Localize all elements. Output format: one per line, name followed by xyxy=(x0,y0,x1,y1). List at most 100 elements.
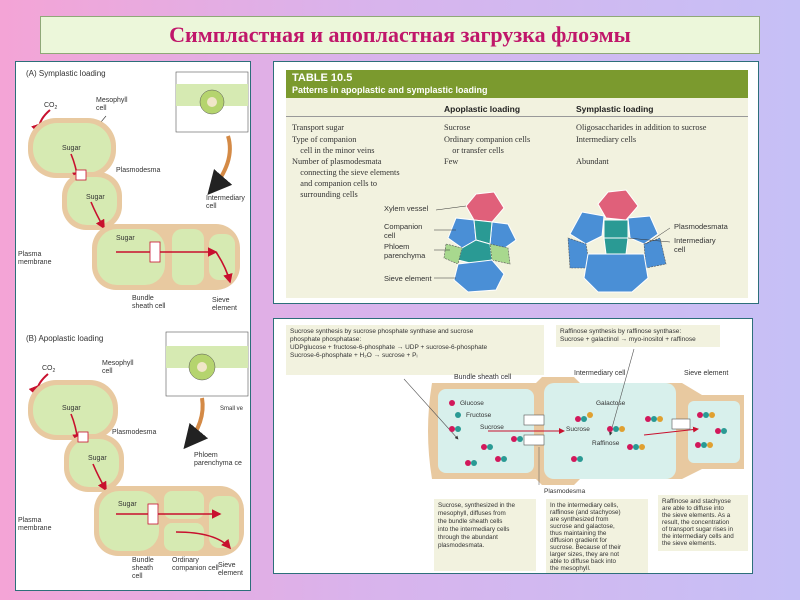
sucrose-label-2: Sucrose xyxy=(566,426,590,433)
sugar-label-b3: Sugar xyxy=(118,501,137,508)
plasmodesma-a1 xyxy=(75,169,87,181)
zoom-arrow-a xyxy=(207,135,233,196)
synthesis-panel: Sucrose synthesis by sucrose phosphate s… xyxy=(273,318,753,574)
note-3-text: Raffinose and stachyose are able to diff… xyxy=(662,498,736,547)
mesophyll-cell-b xyxy=(33,385,113,435)
plasmodesma-a2 xyxy=(149,241,161,263)
plasmodesma-bottom xyxy=(523,434,545,446)
label-plasmodesmata: Plasmodesmata xyxy=(674,222,728,231)
label-companion-cell: Companion cell xyxy=(384,222,423,240)
title-bar: Симпластная и апопластная загрузка флоэм… xyxy=(40,16,760,54)
note3-l5: of transport sugar rises in xyxy=(662,526,734,533)
sucrose-line-3: UDPglucose + fructose-6-phosphate → UDP … xyxy=(290,344,488,351)
sucrose-synthesis-box xyxy=(286,325,544,375)
row-2-label: Type of companion cell in the minor vein… xyxy=(292,135,375,155)
sieve-element-a xyxy=(209,234,235,280)
raffinose-synthesis-box xyxy=(556,325,720,347)
note-box-1 xyxy=(434,499,536,571)
row-1-symplastic: Oligosaccharides in addition to sucrose xyxy=(576,123,707,132)
row-3-apoplastic: Few xyxy=(444,157,459,166)
molecule-dots xyxy=(449,400,727,466)
plasmodesma-sieve xyxy=(671,418,691,430)
note3-l6: the intermediary cells and xyxy=(662,533,734,540)
sucrose-line-1: Sucrose synthesis by sucrose phosphate s… xyxy=(290,328,474,335)
raffinose-flow-arrow xyxy=(643,426,699,436)
sucrose-label-1: Sucrose xyxy=(480,424,504,431)
phloem-cell-schematics xyxy=(434,189,671,293)
sugar-label-b2: Sugar xyxy=(88,455,107,462)
note-1-text: Sucrose, synthesized in the mesophyll, d… xyxy=(438,502,517,549)
sugar-label-a1: Sugar xyxy=(62,145,81,152)
fructose-label: Fructose xyxy=(466,412,492,419)
note-box-3 xyxy=(658,495,748,551)
row-1-apoplastic: Sucrose xyxy=(444,123,471,132)
note2-l2: raffinose (and stachyose) xyxy=(550,509,621,516)
bundle-sheath-cell xyxy=(438,389,534,473)
sieve-element xyxy=(688,401,740,463)
symplastic-cell-cluster xyxy=(567,189,667,293)
sieve-element-label: Sieve element xyxy=(684,370,728,377)
sugar-label-a3: Sugar xyxy=(116,235,135,242)
raffinose-label: Raffinose xyxy=(592,440,620,447)
note1-l4: into the intermediary cells xyxy=(438,526,509,533)
symplastic-heading: (A) Symplastic loading xyxy=(26,69,106,78)
plasmodesma-label-b: Plasmodesma xyxy=(112,429,156,436)
row-3-label: Number of plasmodesmata connecting the s… xyxy=(292,157,400,199)
page-title: Симпластная и апопластная загрузка флоэм… xyxy=(169,22,631,47)
table-header: TABLE 10.5 Patterns in apoplastic and sy… xyxy=(286,70,748,98)
note3-l7: the sieve elements. xyxy=(662,540,717,547)
sugar-arrow-b2 xyxy=(92,463,107,492)
sieve-element-b xyxy=(209,496,239,548)
table-caption: Patterns in apoplastic and symplastic lo… xyxy=(292,85,488,95)
plasmodesma-label-a: Plasmodesma xyxy=(116,167,160,174)
raffinose-synthesis-text: Raffinose synthesis by raffinose synthas… xyxy=(560,328,696,343)
apoplastic-cell-cluster xyxy=(443,191,517,293)
sucrose-synthesis-text: Sucrose synthesis by sucrose phosphate s… xyxy=(290,328,489,359)
apoplastic-heading: (B) Apoplastic loading xyxy=(26,334,103,343)
row-3-symplastic: Abundant xyxy=(576,157,609,166)
note-2-text: In the intermediary cells, raffinose (an… xyxy=(550,502,623,572)
note2-l6: diffusion gradient for xyxy=(550,537,607,544)
leader-lines xyxy=(434,205,671,279)
leaf-cross-section-a xyxy=(175,71,249,133)
plasmodesma-top xyxy=(523,414,545,426)
row-2-apoplastic: Ordinary companion cells or transfer cel… xyxy=(444,135,531,155)
plasmodesma-label: Plasmodesma xyxy=(544,488,586,495)
note2-l1: In the intermediary cells, xyxy=(550,502,618,509)
sucrose-line-2: phosphate phosphatase: xyxy=(290,336,361,343)
vein-cell-b1 xyxy=(99,491,159,551)
sugar-arrow-a4 xyxy=(215,251,233,284)
companion-cell-b xyxy=(164,523,204,551)
bundle-sheath-label: Bundle sheath cell xyxy=(454,374,512,381)
plasmodesma-b1 xyxy=(77,431,89,443)
intermediary-cell-a xyxy=(172,229,204,285)
note3-l3: the sieve elements. As a xyxy=(662,512,731,519)
note2-l4: sucrose and galactose, xyxy=(550,523,615,530)
table-body: Apoplastic loading Symplastic loading Tr… xyxy=(286,98,748,298)
table-number: TABLE 10.5 xyxy=(292,72,353,84)
plasmodesma-b2 xyxy=(147,503,159,525)
bundle-sheath-cell-a xyxy=(67,177,117,225)
sugar-arrow-a2 xyxy=(90,201,105,230)
note3-l2: are able to diffuse into xyxy=(662,505,724,512)
raffinose-box-pointer xyxy=(609,348,635,436)
co2-label-b: CO2 xyxy=(42,365,56,374)
note3-l1: Raffinose and stachyose xyxy=(662,498,731,505)
galactose-label: Galactose xyxy=(596,400,626,407)
note3-l4: result, the concentration xyxy=(662,519,730,526)
col-header-symplastic: Symplastic loading xyxy=(576,104,654,114)
sugar-label-b1: Sugar xyxy=(62,405,81,412)
vein-cell-a1 xyxy=(97,229,165,285)
note1-l3: the bundle sheath cells xyxy=(438,518,502,525)
phloem-parenchyma-b xyxy=(164,491,204,519)
glucose-label: Glucose xyxy=(460,400,484,407)
table-panel: TABLE 10.5 Patterns in apoplastic and sy… xyxy=(273,61,759,304)
note2-l9: able to diffuse back into xyxy=(550,558,617,565)
